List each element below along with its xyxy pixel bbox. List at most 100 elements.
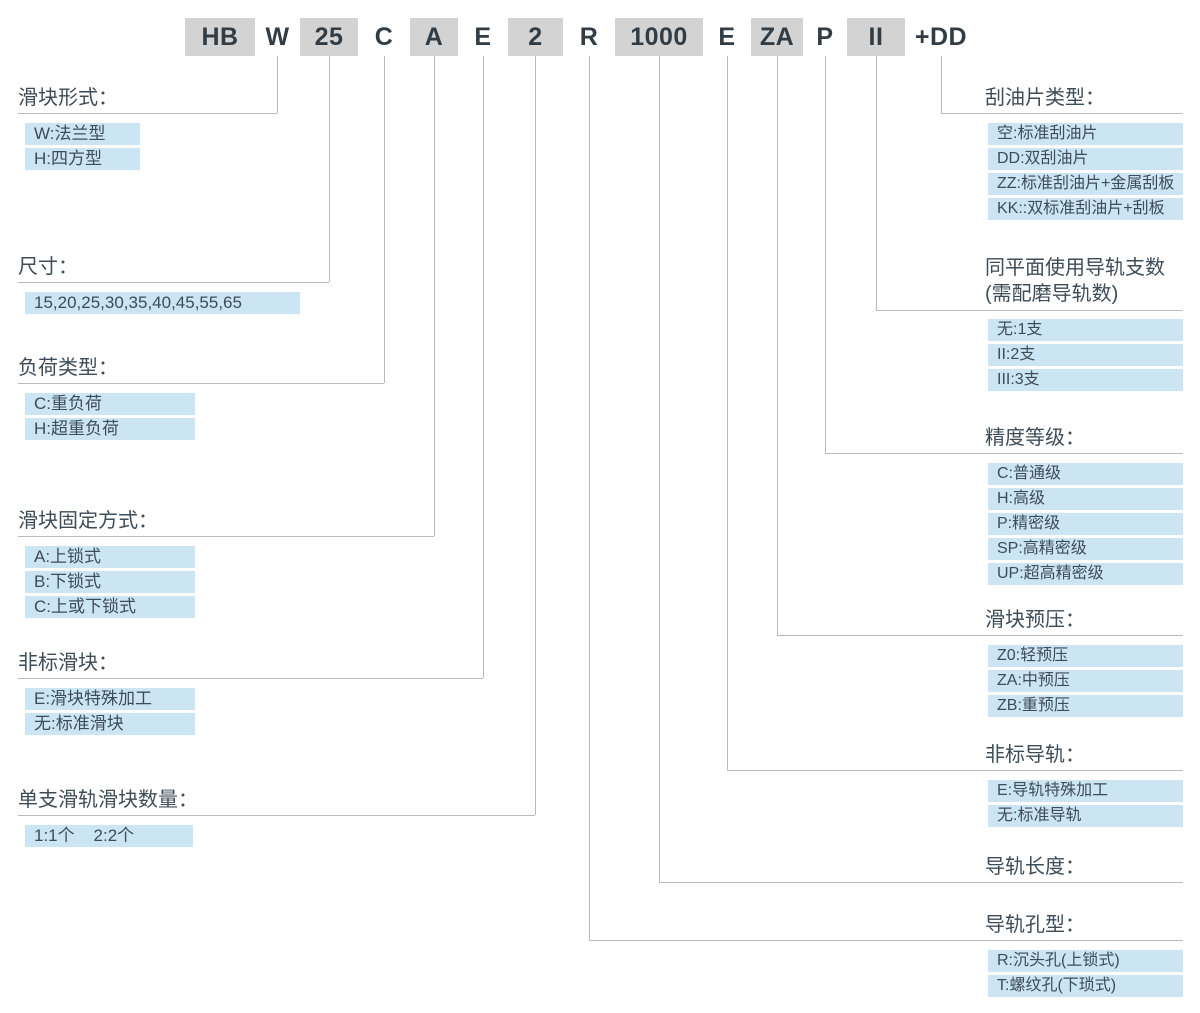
- block-subtitle: (需配磨导轨数): [985, 283, 1119, 305]
- connector-underline-slider-form: [18, 113, 277, 114]
- block-preload: 滑块预压： Z0:轻预压 ZA:中预压 ZB:重预压: [985, 607, 1185, 720]
- option-list: C:重负荷 H:超重负荷: [25, 393, 195, 440]
- option-item: E:导轨特殊加工: [988, 780, 1183, 802]
- option-item: 无:标准导轨: [988, 805, 1183, 827]
- option-item: B:下锁式: [25, 571, 195, 593]
- option-item: R:沉头孔(上锁式): [988, 950, 1183, 972]
- option-list: A:上锁式 B:下锁式 C:上或下锁式: [25, 546, 195, 618]
- block-rail-count: 同平面使用导轨支数 (需配磨导轨数) 无:1支 II:2支 III:3支: [985, 255, 1185, 394]
- block-title: 负荷类型：: [18, 357, 118, 379]
- code-segment-slider-form: W: [265, 22, 290, 51]
- option-item: ZZ:标准刮油片+金属刮板: [988, 173, 1183, 195]
- option-list: E:滑块特殊加工 无:标准滑块: [25, 688, 195, 735]
- connector-vline-size: [329, 56, 330, 282]
- connector-underline-nonstandard-slider: [18, 678, 483, 679]
- connector-underline-size: [18, 282, 329, 283]
- connector-vline-wiper: [941, 56, 942, 113]
- block-title: 非标导轨：: [985, 744, 1085, 766]
- block-title: 导轨孔型：: [985, 914, 1085, 936]
- block-title: 同平面使用导轨支数: [985, 257, 1165, 279]
- connector-vline-hole-type: [589, 56, 590, 940]
- connector-vline-precision: [825, 56, 826, 453]
- block-slider-fixing: 滑块固定方式： A:上锁式 B:下锁式 C:上或下锁式: [18, 508, 195, 621]
- option-list: 无:1支 II:2支 III:3支: [988, 319, 1185, 391]
- connector-underline-rail-count: [876, 310, 1183, 311]
- code-segment-rail-length: 1000: [615, 18, 703, 56]
- code-segment-series: HB: [185, 18, 255, 56]
- block-title: 滑块预压：: [985, 609, 1085, 631]
- code-segment-rail-count: II: [847, 18, 905, 56]
- option-item: SP:高精密级: [988, 538, 1183, 560]
- block-title: 单支滑轨滑块数量：: [18, 789, 198, 811]
- option-item: C:普通级: [988, 463, 1183, 485]
- block-title: 滑块固定方式：: [18, 510, 158, 532]
- connector-vline-nonstandard-slider: [483, 56, 484, 678]
- block-slider-form: 滑块形式： W:法兰型 H:四方型: [18, 85, 140, 173]
- option-item: II:2支: [988, 344, 1183, 366]
- block-title: 尺寸：: [18, 256, 78, 278]
- option-item: P:精密级: [988, 513, 1183, 535]
- block-load-type: 负荷类型： C:重负荷 H:超重负荷: [18, 355, 195, 443]
- block-title: 精度等级：: [985, 427, 1085, 449]
- block-title: 导轨长度：: [985, 856, 1085, 878]
- code-segment-size: 25: [300, 18, 358, 56]
- connector-vline-load-type: [384, 56, 385, 383]
- option-item: III:3支: [988, 369, 1183, 391]
- option-item: 空:标准刮油片: [988, 123, 1183, 145]
- connector-vline-slider-form: [277, 56, 278, 113]
- option-item: DD:双刮油片: [988, 148, 1183, 170]
- connector-underline-fixing: [18, 536, 434, 537]
- option-list: 1:1个 2:2个: [25, 825, 198, 847]
- option-item: 15,20,25,30,35,40,45,55,65: [25, 292, 300, 314]
- option-list: Z0:轻预压 ZA:中预压 ZB:重预压: [988, 645, 1185, 717]
- option-list: 15,20,25,30,35,40,45,55,65: [25, 292, 300, 314]
- option-item: W:法兰型: [25, 123, 140, 145]
- option-item: 无:1支: [988, 319, 1183, 341]
- block-rail-length: 导轨长度：: [985, 854, 1185, 880]
- block-title: 非标滑块：: [18, 652, 118, 674]
- option-item: T:螺纹孔(下琐式): [988, 975, 1183, 997]
- option-list: 空:标准刮油片 DD:双刮油片 ZZ:标准刮油片+金属刮板 KK::双标准刮油片…: [988, 123, 1185, 220]
- block-wiper-type: 刮油片类型： 空:标准刮油片 DD:双刮油片 ZZ:标准刮油片+金属刮板 KK:…: [985, 85, 1185, 223]
- code-segment-precision: P: [816, 22, 834, 51]
- option-item: 无:标准滑块: [25, 713, 195, 735]
- connector-underline-slider-count: [18, 815, 535, 816]
- connector-vline-fixing: [434, 56, 435, 536]
- code-segment-preload: ZA: [751, 18, 803, 56]
- option-item: C:上或下锁式: [25, 596, 195, 618]
- block-nonstandard-rail: 非标导轨： E:导轨特殊加工 无:标准导轨: [985, 742, 1185, 830]
- connector-underline-hole-type: [589, 940, 1183, 941]
- block-nonstandard-slider: 非标滑块： E:滑块特殊加工 无:标准滑块: [18, 650, 195, 738]
- block-rail-hole-type: 导轨孔型： R:沉头孔(上锁式) T:螺纹孔(下琐式): [985, 912, 1185, 1000]
- connector-vline-preload: [777, 56, 778, 635]
- code-segment-wiper: +DD: [914, 22, 968, 51]
- connector-vline-rail-count: [876, 56, 877, 310]
- option-list: C:普通级 H:高级 P:精密级 SP:高精密级 UP:超高精密级: [988, 463, 1185, 585]
- code-segment-load-type: C: [374, 22, 394, 51]
- connector-vline-slider-count: [535, 56, 536, 815]
- option-item: A:上锁式: [25, 546, 195, 568]
- option-item: UP:超高精密级: [988, 563, 1183, 585]
- block-slider-count: 单支滑轨滑块数量： 1:1个 2:2个: [18, 787, 198, 850]
- connector-underline-precision: [825, 453, 1183, 454]
- option-item: KK::双标准刮油片+刮板: [988, 198, 1183, 220]
- code-segment-nonstandard-rail: E: [718, 22, 736, 51]
- connector-underline-load-type: [18, 383, 384, 384]
- option-item: ZB:重预压: [988, 695, 1183, 717]
- code-segment-nonstandard-slider: E: [474, 22, 492, 51]
- block-title: 刮油片类型：: [985, 87, 1105, 109]
- code-segment-hole-type: R: [579, 22, 599, 51]
- option-item: H:高级: [988, 488, 1183, 510]
- connector-underline-preload: [777, 635, 1183, 636]
- option-list: R:沉头孔(上锁式) T:螺纹孔(下琐式): [988, 950, 1185, 997]
- block-size: 尺寸： 15,20,25,30,35,40,45,55,65: [18, 254, 300, 317]
- code-segment-fixing: A: [410, 18, 458, 56]
- connector-underline-wiper: [941, 113, 1183, 114]
- code-segment-slider-count: 2: [508, 18, 563, 56]
- connector-underline-rail-length: [659, 882, 1183, 883]
- option-item: H:超重负荷: [25, 418, 195, 440]
- option-list: W:法兰型 H:四方型: [25, 123, 140, 170]
- option-item: 1:1个 2:2个: [25, 825, 193, 847]
- connector-vline-rail-length: [659, 56, 660, 882]
